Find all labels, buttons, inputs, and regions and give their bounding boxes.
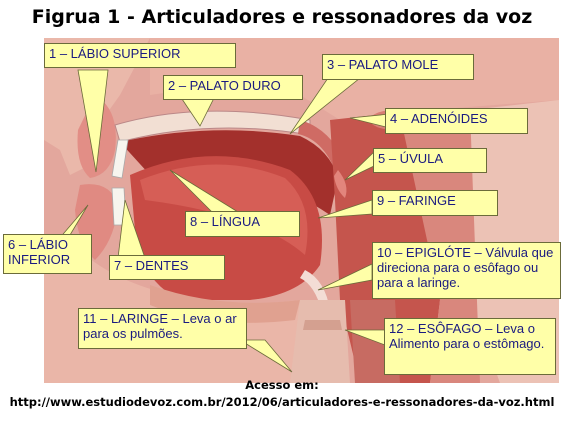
source-caption: Acesso em: xyxy=(245,378,319,392)
label-adenoides: 4 – ADENÓIDES xyxy=(385,108,528,134)
figure-title: Figrua 1 - Articuladores e ressonadores … xyxy=(31,6,533,28)
label-palato-duro: 2 – PALATO DURO xyxy=(163,75,303,100)
label-dentes: 7 – DENTES xyxy=(109,255,225,280)
source-url: http://www.estudiodevoz.com.br/2012/06/a… xyxy=(9,395,555,409)
upper-teeth xyxy=(111,139,129,179)
larynx xyxy=(290,300,350,383)
label-labio-superior: 1 – LÁBIO SUPERIOR xyxy=(44,43,236,68)
pointer-1 xyxy=(77,69,109,173)
uvula xyxy=(334,170,347,198)
vocal-cords xyxy=(303,320,342,330)
label-epiglote: 10 – EPIGLÓTE – Válvula que direciona pa… xyxy=(372,242,561,299)
neck-back xyxy=(470,100,559,383)
label-laringe: 11 – LARINGE – Leva o ar para os pulmões… xyxy=(78,308,247,349)
label-esofago: 12 – ESÔFAGO – Leva o Alimento para o es… xyxy=(384,318,556,375)
label-uvula: 5 – ÚVULA xyxy=(373,148,487,173)
label-palato-mole: 3 – PALATO MOLE xyxy=(322,54,474,80)
pointer-11 xyxy=(238,339,293,373)
label-faringe: 9 – FARINGE xyxy=(372,190,498,216)
label-lingua: 8 – LÍNGUA xyxy=(185,211,300,237)
label-labio-inferior: 6 – LÁBIO INFERIOR xyxy=(3,234,92,274)
